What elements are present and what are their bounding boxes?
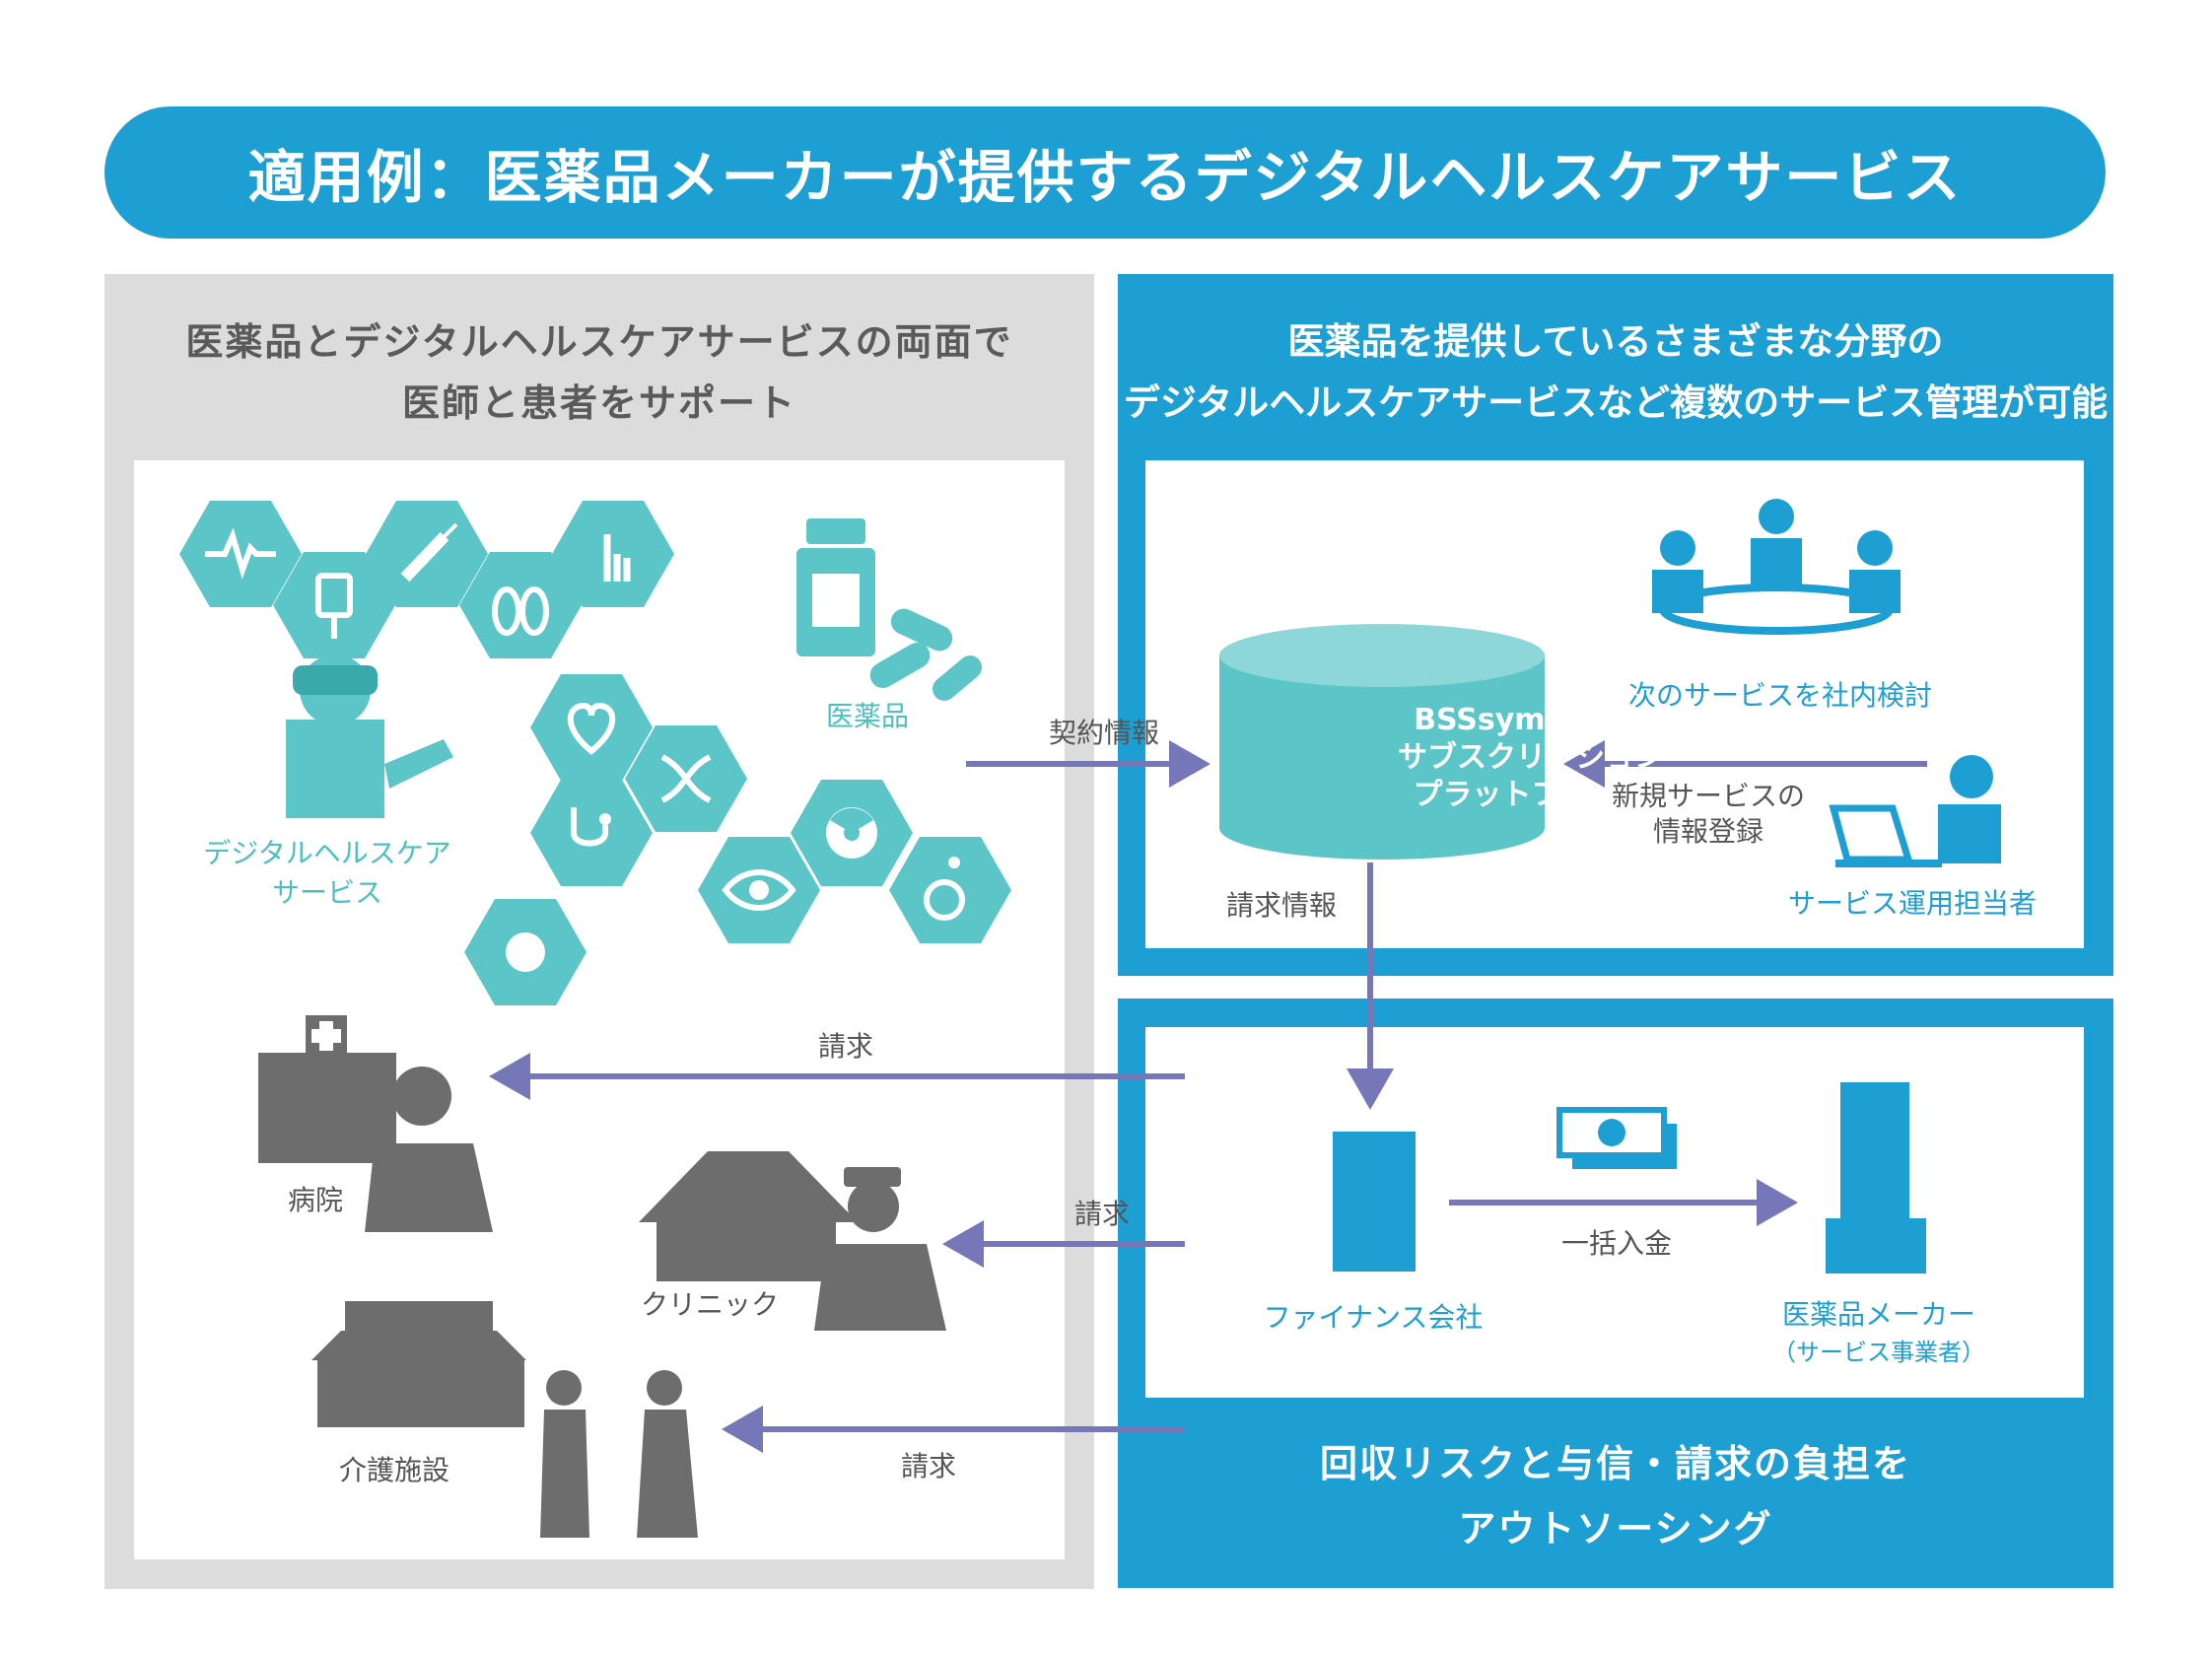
meeting-icon (1652, 499, 1901, 635)
hospital-icon (258, 1015, 493, 1232)
virus-icon (464, 899, 587, 1005)
register-label-line1: 新規サービスの (1611, 780, 1806, 812)
bottom-heading-line2: アウトソーシング (1458, 1507, 1773, 1550)
stethoscope-icon (530, 780, 653, 886)
hexagon-icons (179, 501, 1011, 1005)
right-heading-line2: デジタルヘルスケアサービスなど複数のサービス管理が可能 (1123, 381, 2108, 424)
arrows (489, 740, 1927, 1453)
wheelchair-icon (889, 837, 1011, 943)
medicine-icon (796, 518, 983, 701)
title-banner: 適用例：医薬品メーカーが提供するデジタルヘルスケアサービス (104, 106, 2106, 239)
care-billing-label: 請求 (900, 1450, 957, 1482)
hospital-billing-label: 請求 (817, 1030, 874, 1063)
left-heading-line1: 医薬品とデジタルヘルスケアサービスの両面で (185, 320, 1013, 364)
eye-icon (698, 837, 820, 943)
lungs-icon (459, 552, 582, 658)
register-label: 新規サービスの 情報登録 (1612, 779, 1805, 850)
page-title: 適用例：医薬品メーカーが提供するデジタルヘルスケアサービス (247, 144, 1963, 211)
maker-building-icon (1826, 1082, 1926, 1274)
clinic-icon (639, 1151, 946, 1331)
finance-building-icon (1333, 1132, 1416, 1272)
medicine-label: 医薬品 (825, 700, 910, 732)
finance-label: ファイナンス会社 (1263, 1301, 1484, 1334)
maker-label: 医薬品メーカー （サービス事業者） (1772, 1296, 1985, 1371)
left-heading-line2: 医師と患者をサポート (401, 381, 796, 425)
digital-health-label: デジタルヘルスケア サービス (203, 834, 450, 913)
platform-label: BSSsymphony サブスクリプション プラットフォーム (1383, 702, 1679, 814)
right-heading-line1: 医薬品を提供しているさまざまな分野の (1287, 320, 1944, 363)
care-facility-icon (311, 1301, 698, 1538)
digital-health-label-line1: デジタルヘルスケア (203, 837, 451, 869)
right-bottom-heading: 回収リスクと与信・請求の負担を アウトソーシング (1118, 1431, 2113, 1561)
clinic-label: クリニック (640, 1288, 780, 1321)
maker-label-line1: 医薬品メーカー (1781, 1298, 1975, 1331)
maker-label-line2: （サービス事業者） (1772, 1339, 1985, 1366)
contract-info-label: 契約情報 (1048, 717, 1160, 749)
billing-info-label: 請求情報 (1225, 889, 1338, 922)
register-label-line2: 情報登録 (1652, 815, 1764, 848)
heart-icon (530, 674, 653, 781)
platform-sub2: プラットフォーム (1413, 778, 1649, 812)
bottom-heading-line1: 回収リスクと与信・請求の負担を (1319, 1442, 1911, 1485)
digital-health-label-line2: サービス (271, 876, 383, 909)
meeting-label: 次のサービスを社内検討 (1627, 679, 1933, 712)
operator-icon (1829, 755, 2001, 867)
platform-name: BSSsymphony (1414, 703, 1648, 737)
touch-icon (552, 501, 674, 607)
syringe-icon (366, 501, 488, 607)
clinic-billing-label: 請求 (1073, 1198, 1131, 1230)
left-panel-heading: 医薬品とデジタルヘルスケアサービスの両面で 医師と患者をサポート (104, 311, 1094, 434)
right-bottom-content (1145, 1027, 2084, 1398)
dna-icon (625, 725, 747, 832)
operator-label: サービス運用担当者 (1787, 887, 2038, 920)
iv-drip-icon (273, 552, 395, 658)
hospital-label: 病院 (287, 1184, 344, 1216)
platform-sub1: サブスクリプション (1398, 740, 1664, 775)
money-icon (1556, 1107, 1677, 1169)
vr-doctor-icon (286, 654, 453, 818)
left-panel-content (134, 460, 1065, 1559)
right-top-heading: 医薬品を提供しているさまざまな分野の デジタルヘルスケアサービスなど複数のサービ… (1118, 311, 2113, 434)
payment-label: 一括入金 (1560, 1227, 1673, 1260)
care-facility-label: 介護施設 (338, 1454, 450, 1486)
platform-database-icon (1219, 624, 1545, 860)
heartbeat-icon (179, 501, 302, 607)
radiation-icon (791, 780, 913, 886)
